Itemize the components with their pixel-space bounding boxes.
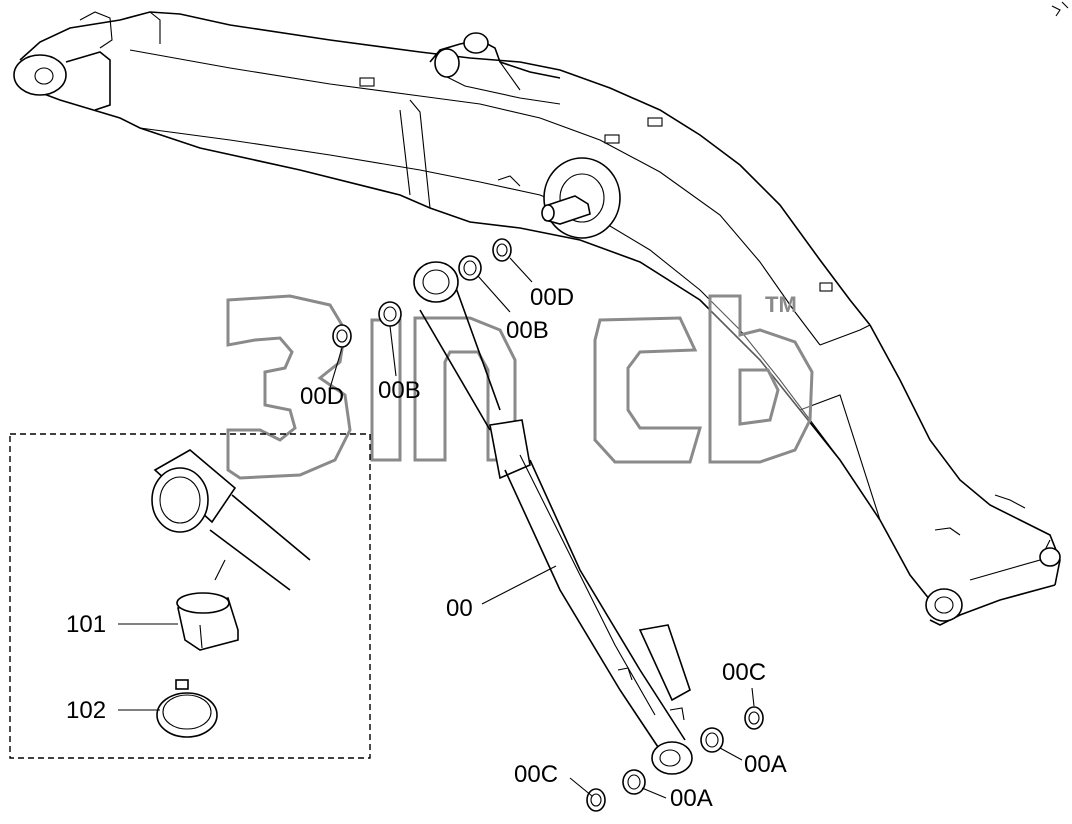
boom	[13, 11, 1061, 626]
bushing-101	[176, 592, 239, 651]
bushing-00A-right	[700, 727, 724, 753]
label-00D-left: 00D	[300, 383, 344, 410]
label-00A-bottom: 00A	[670, 785, 713, 812]
label-00B-top: 00B	[506, 317, 549, 344]
corner-mark	[1051, 1, 1069, 17]
bushing-00B-top	[458, 255, 482, 281]
leader-lines	[329, 257, 755, 799]
label-00A-right: 00A	[744, 751, 787, 778]
label-00C-right: 00C	[722, 659, 766, 686]
label-102: 102	[66, 697, 106, 724]
boom-cylinder	[413, 261, 693, 775]
bushing-00A-bottom	[622, 769, 646, 795]
label-00C-bottom: 00C	[514, 761, 558, 788]
detail-box	[9, 433, 371, 759]
part-labels: 00D 00B 00D 00B 00 00C 00A 00C 00A 101 1…	[66, 284, 787, 812]
label-00B-left: 00B	[378, 377, 421, 404]
bushing-00C-bottom	[586, 788, 606, 812]
trademark-symbol: TM	[765, 292, 797, 317]
ring-102	[156, 679, 218, 738]
label-00D-top: 00D	[530, 284, 574, 311]
bushings	[332, 238, 764, 812]
bushing-00D-left	[332, 324, 352, 348]
bushing-00D-top	[492, 238, 512, 262]
bushing-00C-right	[744, 706, 764, 730]
label-00-cylinder: 00	[446, 595, 473, 622]
label-101: 101	[66, 611, 106, 638]
bushing-00B-left	[378, 301, 402, 327]
